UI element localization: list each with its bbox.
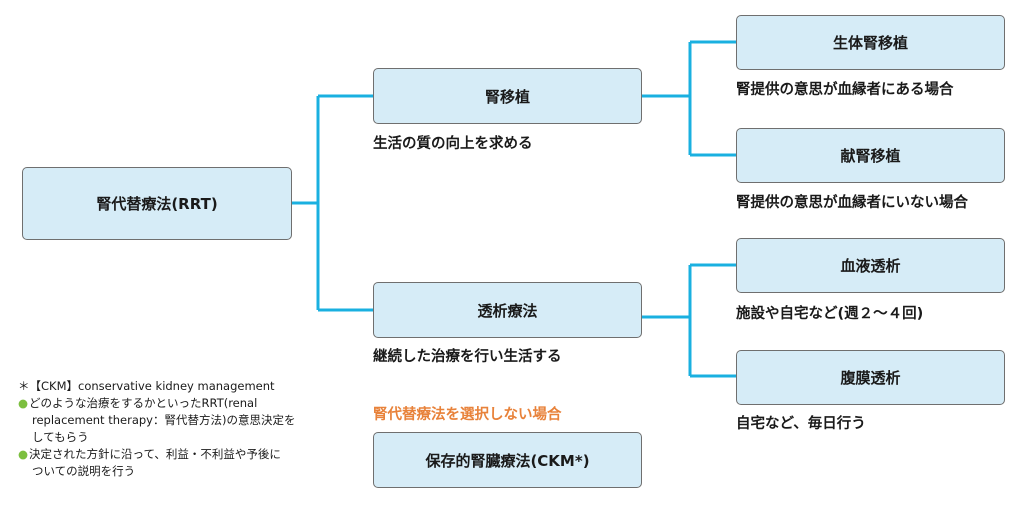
note-1-line-1: どのような治療をするかといったRRT(renal: [29, 396, 258, 410]
connector-transplant-branch: [642, 40, 736, 157]
note-bullet-1: ● どのような治療をするかといったRRT(renal: [18, 395, 348, 412]
note-2-line-1: 決定された方針に沿って、利益・不利益や予後に: [29, 447, 281, 461]
ckm-definition: ＊【CKM】conservative kidney management: [18, 379, 275, 393]
dialysis-box: 透析療法: [373, 282, 642, 338]
peritoneal-dialysis-box: 腹膜透析: [736, 350, 1005, 405]
no-rrt-heading: 腎代替療法を選択しない場合: [373, 407, 562, 423]
deceased-donor-caption: 腎提供の意思が血縁者にいない場合: [736, 195, 968, 211]
footnotes: ＊【CKM】conservative kidney management ● ど…: [18, 378, 348, 480]
deceased-donor-box: 献腎移植: [736, 128, 1005, 183]
rrt-label: 腎代替療法(RRT): [96, 195, 218, 213]
peritoneal-dialysis-label: 腹膜透析: [840, 369, 901, 387]
note-1-line-2: replacement therapy：腎代替方法)の意思決定を: [32, 413, 296, 427]
note-bullet-2: ● 決定された方針に沿って、利益・不利益や予後に: [18, 446, 348, 463]
bullet-icon: ●: [18, 447, 29, 461]
connector-dialysis-branch: [642, 263, 736, 378]
peritoneal-dialysis-caption: 自宅など、毎日行う: [736, 416, 866, 432]
note-1-line-3: してもらう: [32, 430, 89, 444]
dialysis-caption: 継続した治療を行い生活する: [373, 349, 562, 365]
hemodialysis-box: 血液透析: [736, 238, 1005, 293]
hemodialysis-label: 血液透析: [840, 257, 901, 275]
dialysis-label: 透析療法: [477, 301, 538, 320]
living-donor-box: 生体腎移植: [736, 15, 1005, 70]
kidney-transplant-label: 腎移植: [484, 87, 530, 106]
hemodialysis-caption: 施設や自宅など(週２～４回): [736, 306, 924, 322]
rrt-box: 腎代替療法(RRT): [22, 167, 292, 240]
deceased-donor-label: 献腎移植: [840, 147, 901, 165]
living-donor-label: 生体腎移植: [832, 34, 908, 52]
ckm-label: 保存的腎臓療法(CKM*): [425, 451, 590, 470]
bullet-icon: ●: [18, 396, 29, 410]
kidney-transplant-caption: 生活の質の向上を求める: [373, 136, 533, 152]
ckm-box: 保存的腎臓療法(CKM*): [373, 432, 642, 488]
kidney-transplant-box: 腎移植: [373, 68, 642, 124]
note-2-line-2: ついての説明を行う: [32, 464, 136, 478]
connector-rrt-branch: [292, 94, 373, 312]
living-donor-caption: 腎提供の意思が血縁者にある場合: [736, 82, 954, 98]
